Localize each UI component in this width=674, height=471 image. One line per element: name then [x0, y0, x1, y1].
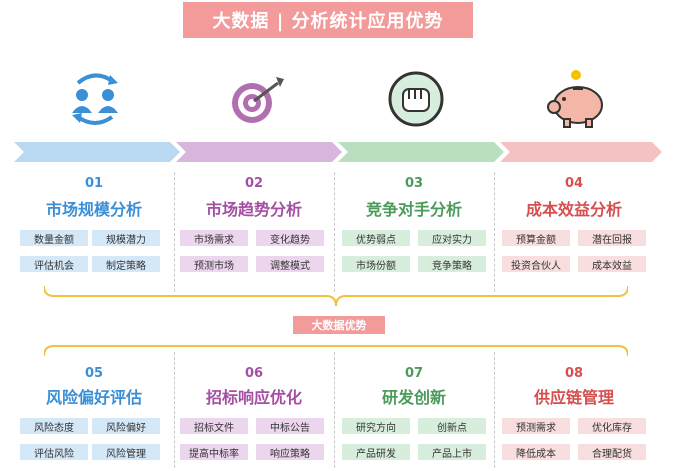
tag: 规模潜力: [92, 230, 160, 246]
tag: 评估风险: [20, 444, 88, 460]
tag: 竞争策略: [418, 256, 486, 272]
card-number: 04: [564, 176, 584, 191]
fist-icon: [373, 60, 459, 138]
card-title: 供应链管理: [533, 388, 614, 407]
tag: 优化库存: [578, 418, 646, 434]
card-title: 研发创新: [381, 388, 446, 407]
piggy-bank-icon: [534, 60, 620, 138]
tag: 预测市场: [180, 256, 248, 272]
tag: 研究方向: [342, 418, 410, 434]
divider: [334, 352, 335, 468]
tag: 市场需求: [180, 230, 248, 246]
tag: 响应策略: [256, 444, 324, 460]
tag: 招标文件: [180, 418, 248, 434]
divider: [494, 352, 495, 468]
card-title: 风险偏好评估: [45, 388, 142, 407]
card-title: 成本效益分析: [525, 200, 622, 219]
tag: 数量金额: [20, 230, 88, 246]
tag: 成本效益: [578, 256, 646, 272]
divider: [174, 352, 175, 468]
process-arrow-row: [14, 142, 662, 162]
page-title: 大数据 | 分析统计应用优势: [183, 2, 473, 38]
tag: 产品研发: [342, 444, 410, 460]
tag: 评估机会: [20, 256, 88, 272]
card-number: 01: [84, 176, 104, 191]
card-title: 竞争对手分析: [365, 200, 462, 219]
tag: 优势弱点: [342, 230, 410, 246]
tag: 创新点: [418, 418, 486, 434]
tag: 潜在回报: [578, 230, 646, 246]
tag: 预测需求: [502, 418, 570, 434]
target-icon: [212, 60, 298, 138]
tag: 变化趋势: [256, 230, 324, 246]
brace-bottom: [44, 345, 628, 357]
tag: 中标公告: [256, 418, 324, 434]
tag: 风险管理: [92, 444, 160, 460]
divider: [494, 172, 495, 292]
divider: [174, 172, 175, 292]
tag: 投资合伙人: [502, 256, 570, 272]
card-title: 市场规模分析: [45, 200, 142, 219]
tag: 风险偏好: [92, 418, 160, 434]
tag: 应对实力: [418, 230, 486, 246]
brace-top: [44, 286, 628, 307]
tag: 提高中标率: [180, 444, 248, 460]
team-exchange-icon: [52, 60, 138, 138]
tag: 产品上市: [418, 444, 486, 460]
tag: 制定策略: [92, 256, 160, 272]
mid-label: 大数据优势: [293, 316, 385, 334]
card-title: 市场趋势分析: [205, 200, 302, 219]
tag: 预算金额: [502, 230, 570, 246]
tag: 降低成本: [502, 444, 570, 460]
tag: 风险态度: [20, 418, 88, 434]
tag: 调整模式: [256, 256, 324, 272]
card-number: 07: [404, 366, 424, 381]
tag: 市场份额: [342, 256, 410, 272]
card-number: 05: [84, 366, 104, 381]
card-number: 06: [244, 366, 264, 381]
card-number: 08: [564, 366, 584, 381]
tag: 合理配货: [578, 444, 646, 460]
divider: [334, 172, 335, 292]
card-number: 02: [244, 176, 264, 191]
card-number: 03: [404, 176, 424, 191]
card-title: 招标响应优化: [205, 388, 302, 407]
